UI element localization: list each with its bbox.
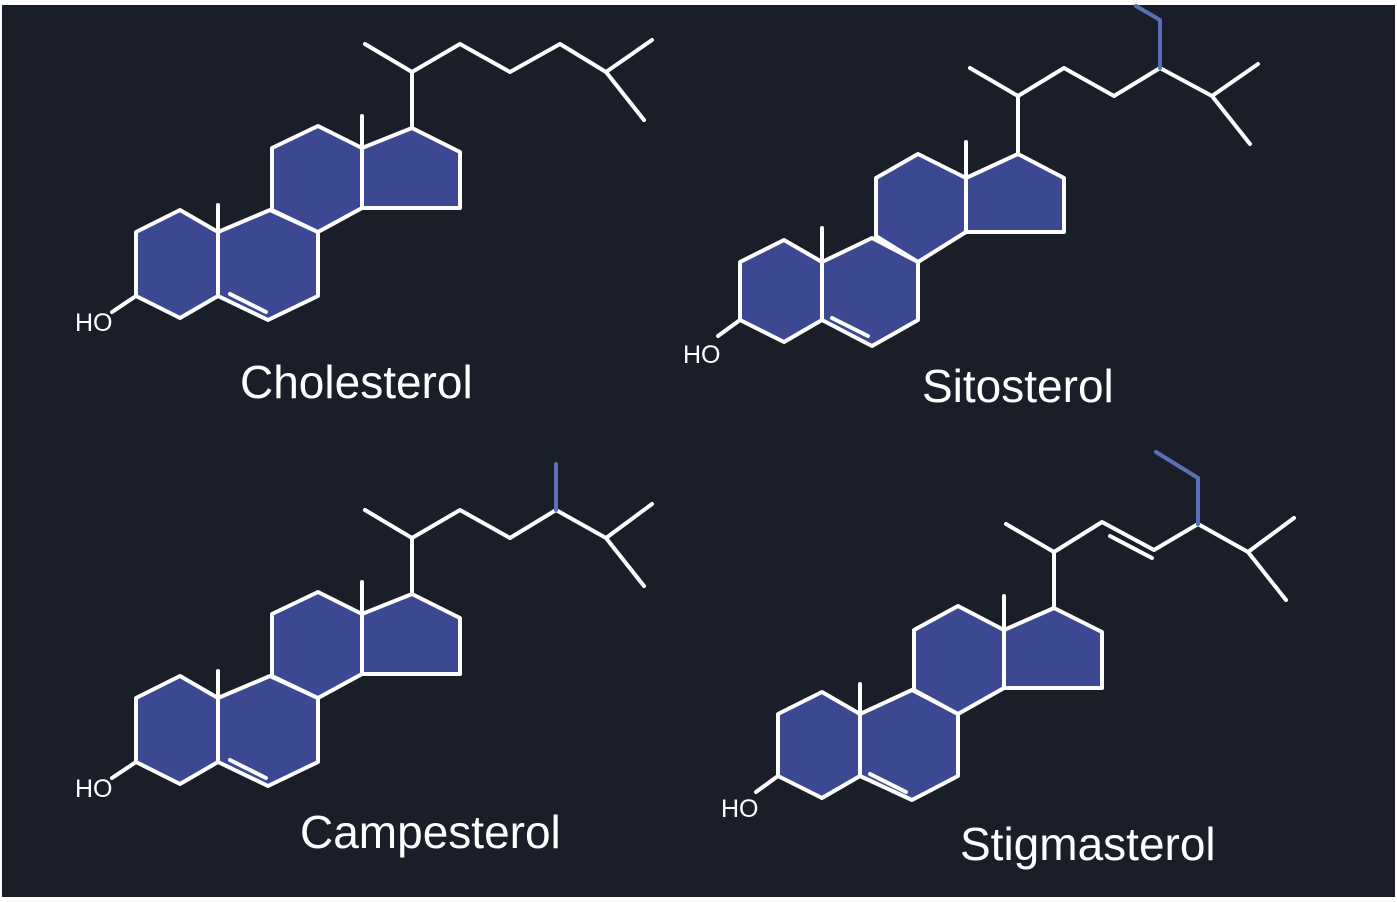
ring-d — [964, 152, 1066, 234]
hydroxyl-bond — [110, 294, 138, 314]
ring-c — [270, 124, 364, 234]
side-chain — [1004, 516, 1296, 610]
ring-d — [360, 592, 462, 676]
ring-a — [134, 208, 220, 320]
double-bond — [868, 772, 908, 794]
side-chain — [363, 502, 654, 596]
hydroxyl-bond — [110, 760, 138, 780]
molecule-name: Stigmasterol — [960, 818, 1216, 870]
hydroxyl-label: HO — [75, 309, 113, 337]
hydroxyl-label: HO — [75, 775, 113, 803]
molecule-name: Sitosterol — [922, 360, 1114, 412]
molecule-stigmasterol: HO Stigmasterol — [721, 450, 1296, 870]
double-bond — [228, 292, 268, 314]
ring-d — [1002, 606, 1104, 690]
steroid-skeleton — [110, 580, 462, 788]
ethyl-branch — [1154, 450, 1200, 526]
double-bond — [228, 758, 268, 780]
molecule-campesterol: HO Campesterol — [75, 462, 654, 858]
ring-a — [738, 238, 824, 344]
hydroxyl-label: HO — [721, 795, 759, 823]
molecule-name: Campesterol — [300, 806, 561, 858]
ethyl-branch — [1134, 4, 1162, 70]
hydroxyl-label: HO — [683, 341, 721, 369]
ring-c — [270, 590, 364, 700]
steroid-skeleton — [716, 140, 1066, 348]
molecule-cholesterol: HO Cholesterol — [75, 38, 654, 408]
side-chain — [363, 38, 654, 130]
hydroxyl-bond — [754, 774, 780, 794]
molecule-sitosterol: HO Sitosterol — [683, 4, 1260, 412]
steroid-skeleton — [754, 594, 1104, 802]
side-chain-double-bond — [1108, 534, 1154, 560]
ring-a — [134, 674, 220, 786]
hydroxyl-bond — [716, 318, 742, 338]
ring-a — [776, 690, 862, 800]
ring-c — [912, 604, 1006, 716]
side-chain — [968, 62, 1260, 156]
molecule-name: Cholesterol — [240, 356, 473, 408]
steroid-skeleton — [110, 114, 462, 322]
double-bond — [830, 316, 870, 338]
ring-d — [360, 126, 462, 210]
